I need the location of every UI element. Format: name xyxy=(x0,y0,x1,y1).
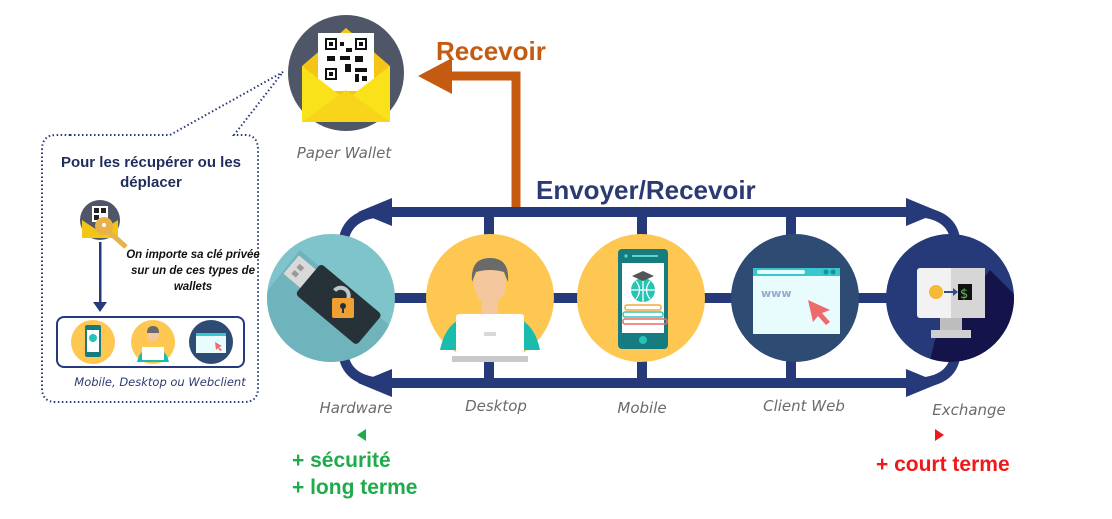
paper-wallet-icon xyxy=(288,15,404,131)
envoyer-recevoir-title: Envoyer/Recevoir xyxy=(536,175,756,205)
recevoir-label: Recevoir xyxy=(436,36,546,66)
exchange-wallet-icon: $ xyxy=(886,234,1014,362)
security-scale-arrow xyxy=(357,429,944,441)
bottom-rail xyxy=(339,356,960,397)
scale-label-short-term: + court terme xyxy=(876,453,1010,476)
wallet-label-mobile: Mobile xyxy=(617,399,667,417)
svg-text:www: www xyxy=(761,287,792,300)
callout-footer: Mobile, Desktop ou Webclient xyxy=(74,375,246,389)
callout-note: On importe sa clé privée sur un de ces t… xyxy=(126,249,260,293)
scale-label-long-term: + long terme xyxy=(292,476,418,499)
desktop-wallet-icon xyxy=(426,234,554,362)
wallet-label-exchange: Exchange xyxy=(932,401,1006,419)
mobile-wallet-icon xyxy=(577,234,705,362)
recevoir-arrow xyxy=(418,58,521,212)
hardware-wallet-icon xyxy=(267,234,395,362)
callout-paper-key-icon xyxy=(80,200,128,249)
client-web-wallet-icon: www xyxy=(731,234,859,362)
callout-title: Pour les récupérer ou les déplacer xyxy=(60,154,242,191)
rail-connectors xyxy=(390,212,890,386)
callout-down-arrow xyxy=(93,242,107,312)
wallet-label-desktop: Desktop xyxy=(465,397,527,415)
svg-text:$: $ xyxy=(960,287,968,302)
wallet-label-hardware: Hardware xyxy=(319,399,393,417)
top-rail xyxy=(339,198,960,240)
wallet-label-client-web: Client Web xyxy=(763,397,845,415)
callout-bubble xyxy=(41,71,284,403)
paper-wallet-label: Paper Wallet xyxy=(296,144,392,162)
scale-label-security: + sécurité xyxy=(292,449,391,472)
callout-wallet-group xyxy=(56,316,245,368)
